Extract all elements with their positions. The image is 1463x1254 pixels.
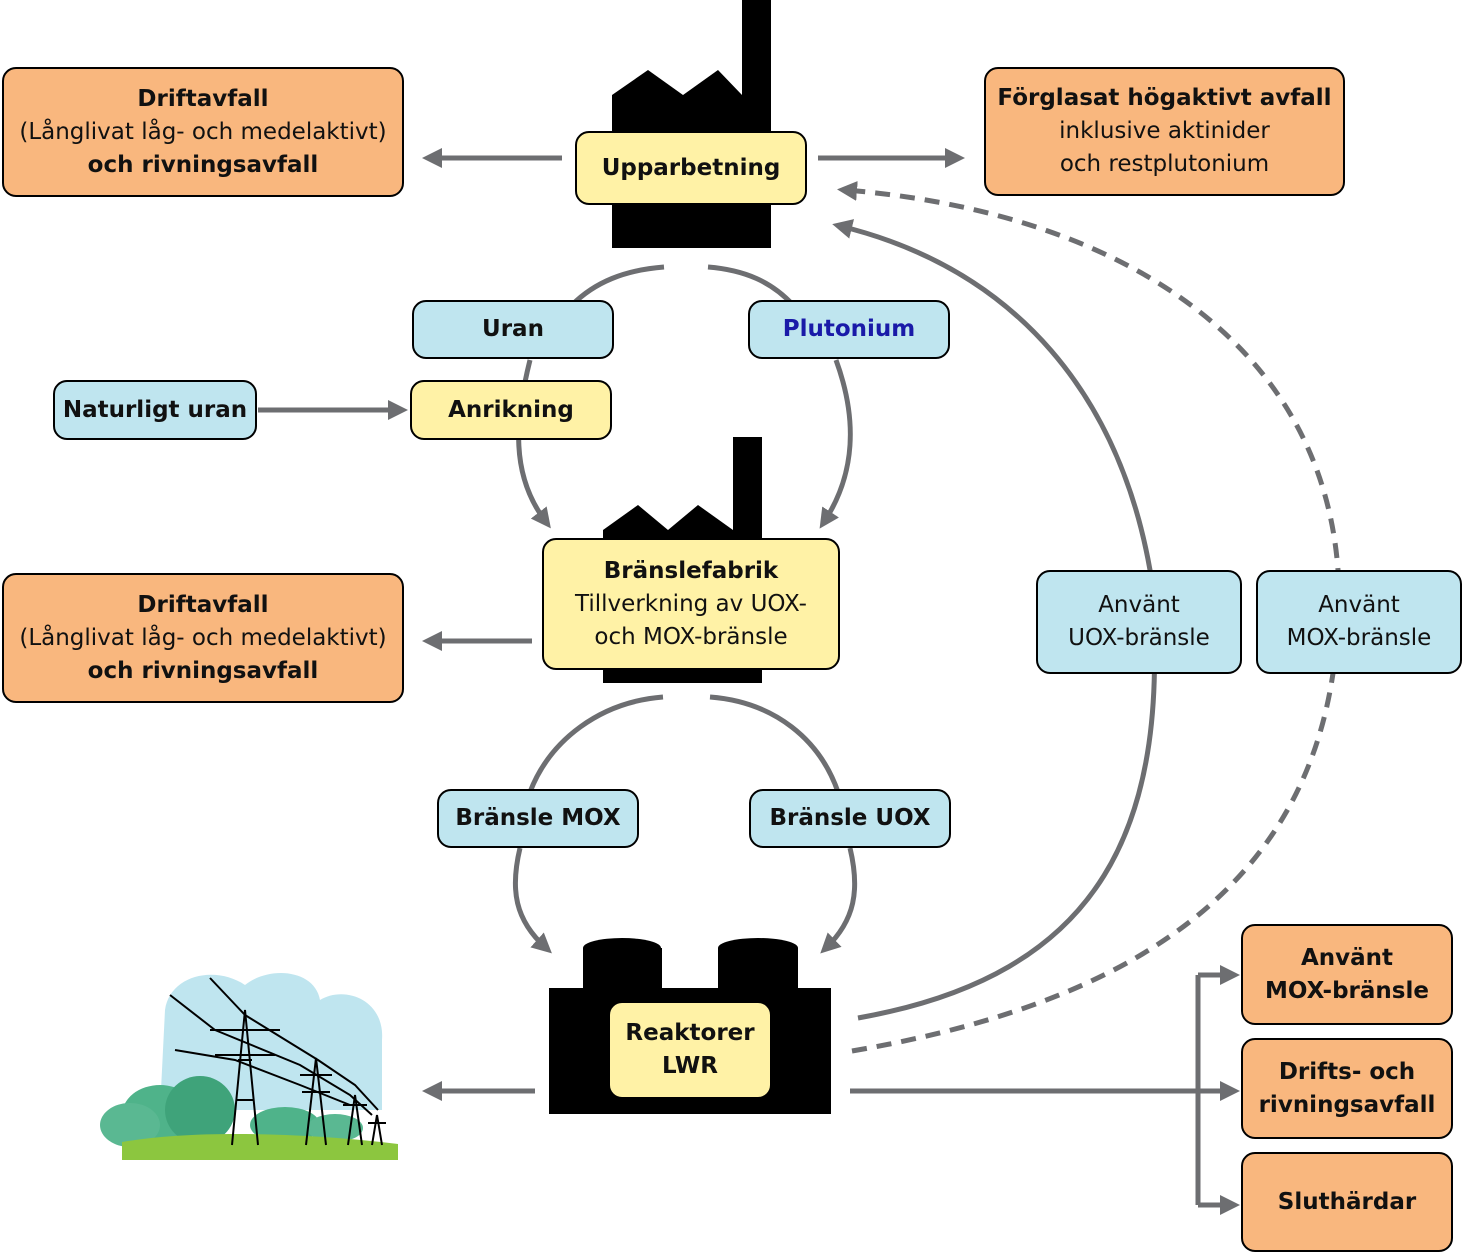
output-spent-mox-line2: MOX-bränsle bbox=[1265, 977, 1429, 1004]
enrichment-box: Anrikning bbox=[410, 380, 612, 440]
fuel-mox-box: Bränsle MOX bbox=[437, 789, 639, 848]
reactor-line2: LWR bbox=[662, 1053, 718, 1079]
output-final-repository-box: Sluthärdar bbox=[1241, 1152, 1453, 1252]
plutonium-label: Plutonium bbox=[782, 316, 916, 342]
natural-uranium-box: Naturligt uran bbox=[53, 380, 257, 440]
fuel-uox-box: Bränsle UOX bbox=[749, 789, 951, 848]
waste-suffix: och rivningsavfall bbox=[87, 151, 319, 178]
waste-box-top-left: Driftavfall (Långlivat låg- och medelakt… bbox=[2, 67, 404, 197]
arc-factory-to-mox bbox=[527, 694, 664, 793]
fuel-factory-title: Bränslefabrik bbox=[603, 557, 779, 584]
arc-reprocessing-to-uranium bbox=[570, 264, 665, 307]
fuel-mox-label: Bränsle MOX bbox=[455, 805, 621, 831]
waste-suffix: och rivningsavfall bbox=[87, 657, 319, 684]
arc-plutonium-to-factory bbox=[819, 359, 853, 529]
uranium-box: Uran bbox=[412, 300, 614, 359]
reprocessing-label: Upparbetning bbox=[601, 154, 781, 181]
arc-factory-to-uox bbox=[709, 694, 841, 793]
output-final-repository-label: Sluthärdar bbox=[1277, 1188, 1417, 1215]
waste-title: Driftavfall bbox=[137, 85, 269, 112]
fuel-uox-label: Bränsle UOX bbox=[769, 805, 931, 831]
fuel-factory-box: Bränslefabrik Tillverkning av UOX- och M… bbox=[542, 538, 840, 670]
uranium-label: Uran bbox=[482, 316, 544, 342]
spent-uox-box: Använt UOX-bränsle bbox=[1036, 570, 1242, 674]
waste-title: Driftavfall bbox=[137, 591, 269, 618]
output-operational-waste-line1: Drifts- och bbox=[1278, 1058, 1416, 1085]
reprocessing-factory-icon bbox=[612, 0, 771, 248]
spent-mox-box: Använt MOX-bränsle bbox=[1256, 570, 1462, 674]
vitrified-line3: och restplutonium bbox=[1059, 151, 1270, 177]
fuel-factory-line2: Tillverkning av UOX- bbox=[575, 590, 807, 617]
arc-mox-to-reactor bbox=[512, 847, 552, 954]
vitrified-title: Förglasat högaktivt avfall bbox=[997, 85, 1332, 111]
output-operational-waste-box: Drifts- och rivningsavfall bbox=[1241, 1038, 1453, 1139]
reactor-box: Reaktorer LWR bbox=[608, 1001, 772, 1099]
vitrified-waste-box: Förglasat högaktivt avfall inklusive akt… bbox=[984, 67, 1345, 196]
enrichment-label: Anrikning bbox=[448, 396, 574, 423]
spent-uox-line1: Använt bbox=[1098, 592, 1180, 618]
spent-mox-line2: MOX-bränsle bbox=[1286, 625, 1432, 651]
spent-uox-line2: UOX-bränsle bbox=[1068, 625, 1210, 651]
output-spent-mox-box: Använt MOX-bränsle bbox=[1241, 924, 1453, 1025]
spent-mox-line1: Använt bbox=[1318, 592, 1400, 618]
natural-uranium-label: Naturligt uran bbox=[62, 396, 248, 423]
reprocessing-box: Upparbetning bbox=[575, 131, 807, 205]
reactor-line1: Reaktorer bbox=[625, 1020, 755, 1046]
waste-subtitle: (Långlivat låg- och medelaktivt) bbox=[19, 118, 387, 145]
power-lines-icon bbox=[100, 973, 398, 1160]
output-spent-mox-line1: Använt bbox=[1300, 944, 1394, 971]
plutonium-box: Plutonium bbox=[748, 300, 950, 359]
waste-subtitle: (Långlivat låg- och medelaktivt) bbox=[19, 624, 387, 651]
vitrified-line2: inklusive aktinider bbox=[1059, 118, 1270, 144]
fuel-factory-line3: och MOX-bränsle bbox=[594, 623, 788, 650]
arc-reprocessing-to-plutonium bbox=[707, 264, 795, 307]
arc-uox-to-reactor bbox=[820, 847, 858, 954]
output-operational-waste-line2: rivningsavfall bbox=[1258, 1091, 1436, 1118]
waste-box-mid-left: Driftavfall (Långlivat låg- och medelakt… bbox=[2, 573, 404, 703]
